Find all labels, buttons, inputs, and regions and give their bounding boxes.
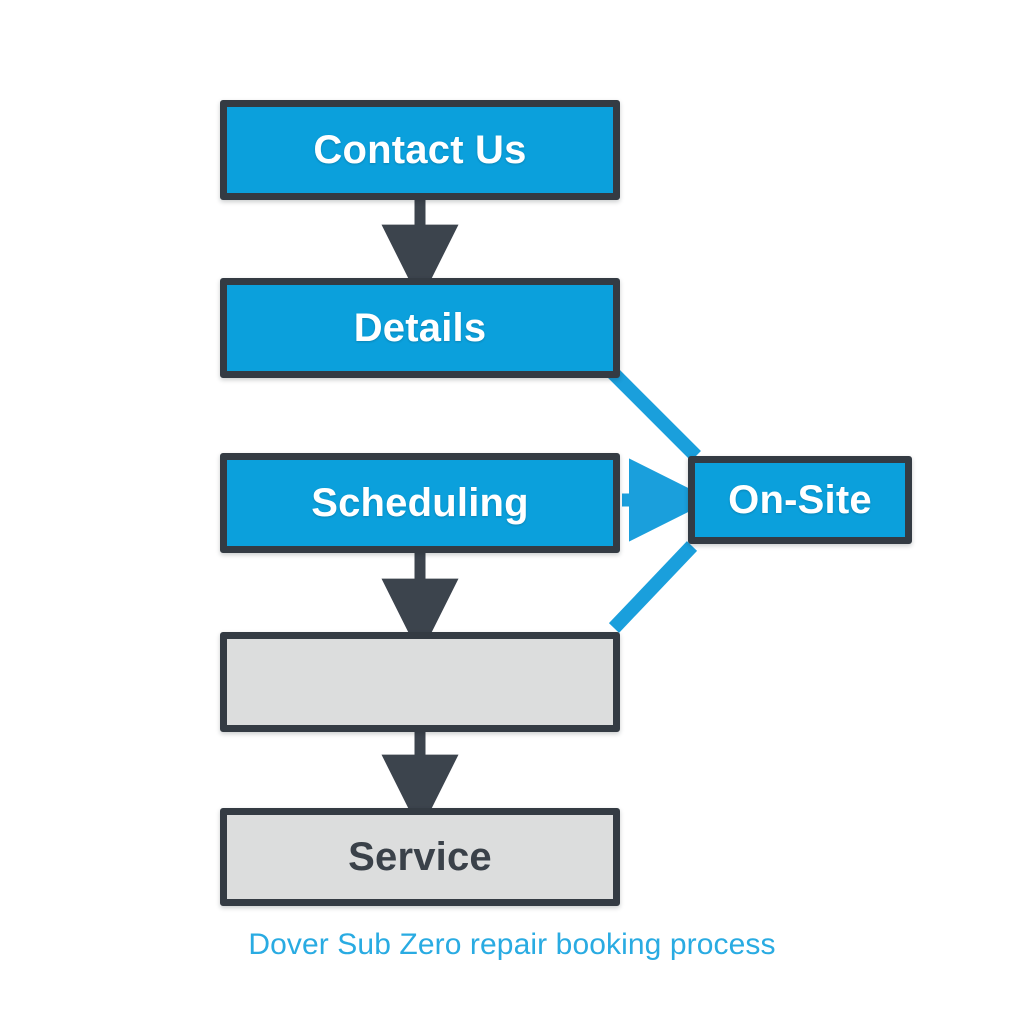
node-on-site[interactable]: On-Site: [688, 456, 912, 544]
node-details-label: Details: [353, 306, 487, 350]
node-scheduling[interactable]: Scheduling: [220, 453, 620, 553]
node-on-site-label: On-Site: [728, 478, 872, 522]
node-details[interactable]: Details: [220, 278, 620, 378]
node-blank[interactable]: [220, 632, 620, 732]
diagram-caption: Dover Sub Zero repair booking process: [248, 928, 776, 961]
node-contact-us[interactable]: Contact Us: [220, 100, 620, 200]
edge-onsite-to-blank: [608, 541, 698, 633]
node-scheduling-label: Scheduling: [311, 481, 529, 525]
node-contact-us-label: Contact Us: [313, 128, 527, 172]
node-service-label: Service: [348, 835, 492, 879]
node-service[interactable]: Service: [220, 808, 620, 906]
edge-details-to-onsite: [607, 367, 701, 461]
